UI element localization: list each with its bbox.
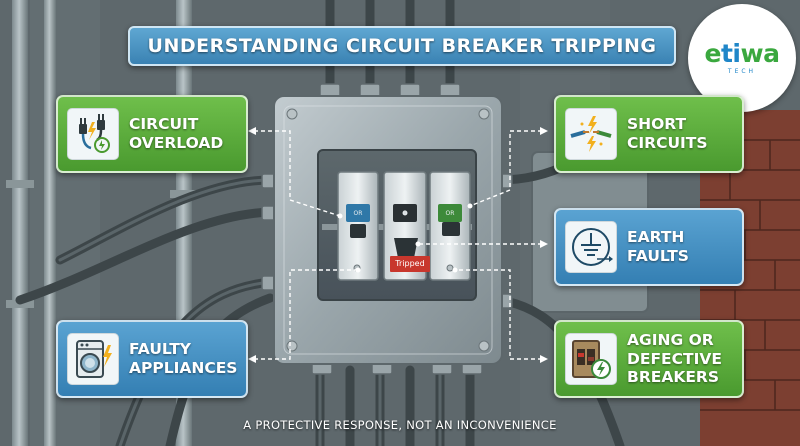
page-title: UNDERSTANDING CIRCUIT BREAKER TRIPPING xyxy=(147,35,657,57)
washing-machine-icon xyxy=(67,333,119,385)
cause-aging-breakers: AGING OR DEFECTIVE BREAKERS xyxy=(554,320,744,398)
cause-faulty-appliances: FAULTY APPLIANCES xyxy=(56,320,248,398)
cause-label: EARTH FAULTS xyxy=(627,228,689,265)
cause-short-circuits: SHORT CIRCUITS xyxy=(554,95,744,173)
switch-right-label: OR xyxy=(445,210,455,217)
cause-label: FAULTY APPLIANCES xyxy=(129,340,238,377)
cause-label: CIRCUIT OVERLOAD xyxy=(129,115,224,152)
switch-middle-label: O xyxy=(402,210,408,217)
tripped-label: Tripped xyxy=(390,256,430,272)
title-banner: UNDERSTANDING CIRCUIT BREAKER TRIPPING xyxy=(128,26,676,66)
cause-earth-faults: EARTH FAULTS xyxy=(554,208,744,286)
logo-wordmark: etiwa xyxy=(704,39,780,68)
cause-circuit-overload: CIRCUIT OVERLOAD xyxy=(56,95,248,173)
old-breaker-icon xyxy=(565,333,617,385)
short-circuit-wire-icon xyxy=(565,108,617,160)
switch-left-label: OR xyxy=(353,210,363,217)
logo-subtitle: TECH xyxy=(727,68,757,75)
cause-label: AGING OR DEFECTIVE BREAKERS xyxy=(627,331,722,387)
plug-overload-icon xyxy=(67,108,119,160)
cause-label: SHORT CIRCUITS xyxy=(627,115,708,152)
ground-symbol-icon xyxy=(565,221,617,273)
footer-caption: A PROTECTIVE RESPONSE, NOT AN INCONVENIE… xyxy=(243,418,557,432)
brand-logo: etiwa TECH xyxy=(688,4,796,112)
